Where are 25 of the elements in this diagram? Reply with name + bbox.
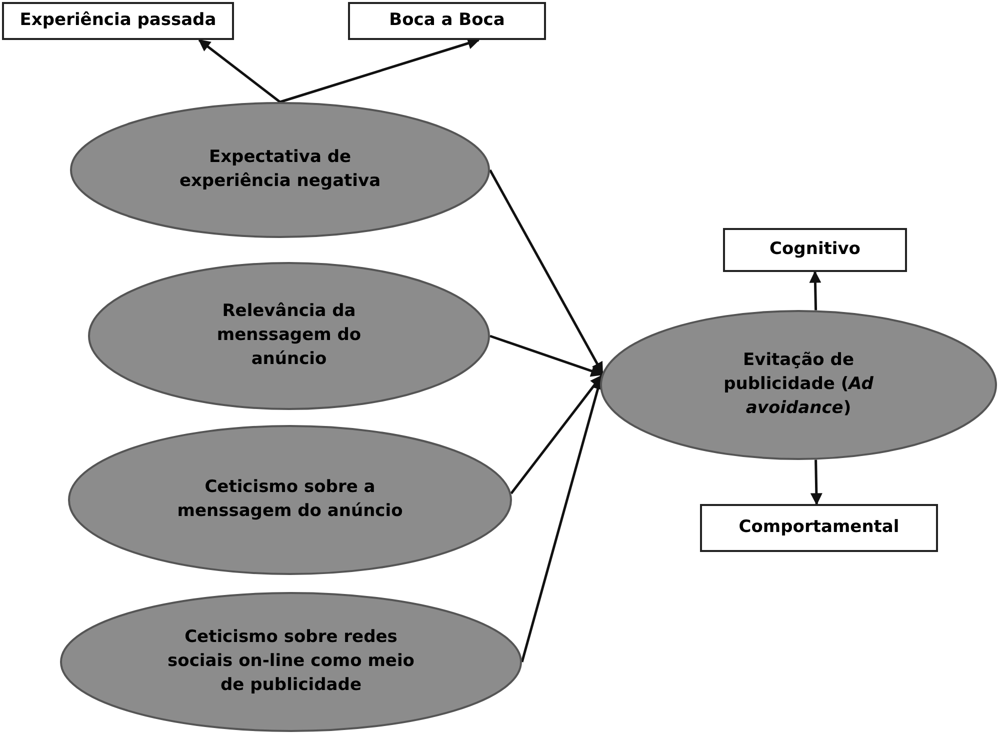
node-label: Evitação de publicidade (Ad avoidance)	[722, 349, 874, 420]
arrow	[810, 460, 822, 506]
ellipse-node	[88, 262, 490, 410]
node-label: Ceticismo sobre a menssagem do anúncio	[176, 476, 404, 523]
ellipse-node	[70, 102, 490, 238]
arrow	[280, 38, 480, 104]
arrow	[809, 270, 822, 310]
node-label: Cognitivo	[768, 238, 862, 262]
node-label: Comportamental	[738, 516, 900, 540]
text-box	[348, 2, 546, 40]
arrow	[488, 169, 604, 374]
node-label: Experiência passada	[18, 9, 218, 32]
ellipse-node	[600, 310, 997, 460]
arrow	[490, 334, 604, 377]
ellipse-node	[60, 592, 522, 732]
node-label: Expectativa de experiência negativa	[178, 146, 382, 193]
arrow	[198, 39, 281, 103]
node-label: Relevância da menssagem do anúncio	[216, 300, 362, 371]
node-label: Boca a Boca	[388, 9, 506, 32]
text-box	[2, 2, 234, 40]
node-label: Ceticismo sobre redes sociais on-line como meio de publicidade	[166, 626, 416, 697]
text-box	[700, 504, 938, 552]
arrow	[510, 374, 602, 494]
ellipse-node	[68, 425, 512, 575]
text-box	[723, 228, 907, 272]
